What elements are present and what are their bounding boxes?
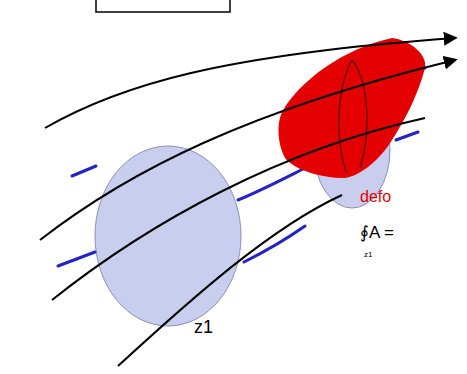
field-lines	[40, 38, 455, 366]
formula-text: ∮A =	[360, 224, 394, 241]
plane-label: z1	[364, 251, 372, 259]
header-box	[96, 0, 230, 12]
plane-label: z1	[194, 318, 213, 336]
annotation-text: defo	[360, 189, 391, 205]
surface-z1	[95, 146, 241, 326]
deformed-outline	[339, 60, 367, 172]
